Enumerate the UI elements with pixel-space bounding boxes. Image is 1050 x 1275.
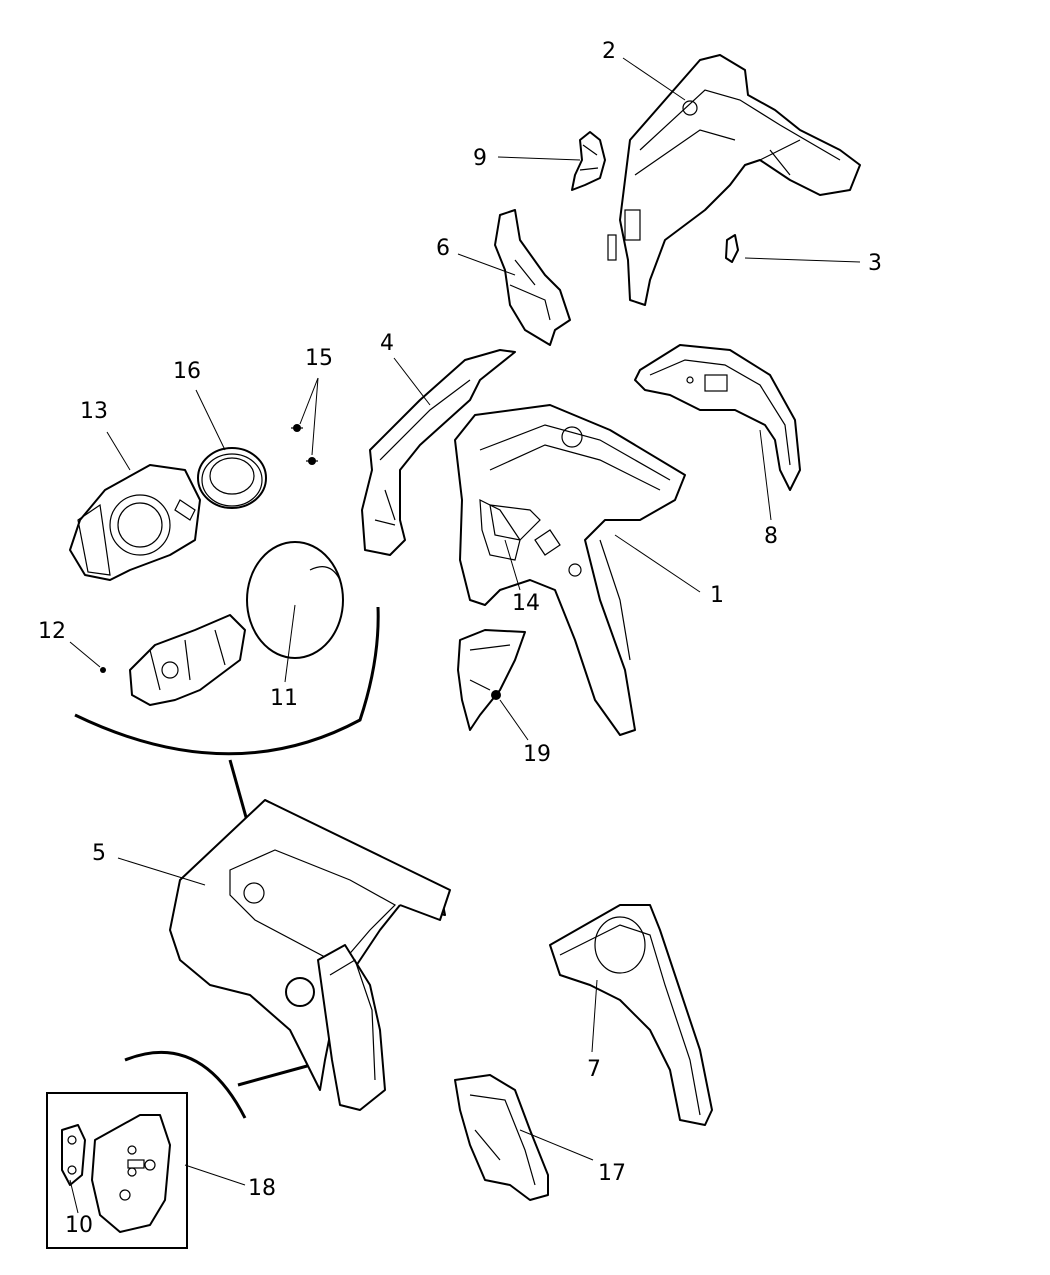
part-14-panel — [489, 504, 541, 541]
part-3-clip — [725, 234, 739, 263]
fuel-door-bracket — [129, 614, 246, 706]
callout-7: 7 — [587, 1057, 601, 1082]
callout-4: 4 — [380, 331, 394, 356]
callout-3: 3 — [868, 251, 882, 276]
part-12-screw — [100, 667, 106, 673]
callout-15: 15 — [305, 346, 333, 371]
callout-17: 17 — [598, 1161, 626, 1186]
callout-9: 9 — [473, 146, 487, 171]
part-9-bracket — [571, 131, 606, 191]
part-17-extension — [454, 1074, 549, 1201]
part-8-wheelhouse-liner — [634, 344, 801, 491]
part-16-seal-ring — [197, 447, 267, 509]
part-15-screws — [291, 424, 318, 465]
callout-6: 6 — [436, 236, 450, 261]
part-1-quarter-inner-panel — [454, 404, 686, 736]
callout-16: 16 — [173, 359, 201, 384]
leader-lines — [69, 57, 861, 1214]
callout-12: 12 — [38, 619, 66, 644]
part-11-fuel-door — [246, 541, 344, 659]
callout-19: 19 — [523, 742, 551, 767]
callout-1: 1 — [710, 583, 724, 608]
part-5-quarter-outer-panel — [169, 799, 451, 1111]
part-13-filler-housing — [69, 464, 201, 581]
part-4-pillar-reinforcement — [361, 349, 516, 556]
part-2-rear-rail — [607, 54, 861, 306]
callout-5: 5 — [92, 841, 106, 866]
part-7-wheelhouse-outer — [549, 904, 713, 1126]
callout-10: 10 — [65, 1213, 93, 1238]
callout-8: 8 — [764, 524, 778, 549]
callout-labels: 1 2 3 4 5 6 7 8 9 10 11 12 13 14 15 16 1… — [38, 39, 882, 1238]
callout-18: 18 — [248, 1176, 276, 1201]
callout-14: 14 — [512, 591, 540, 616]
callout-11: 11 — [270, 686, 298, 711]
part-19-bracket — [457, 629, 526, 731]
part-6-reinforcement — [494, 209, 571, 346]
callout-13: 13 — [80, 399, 108, 424]
callout-2: 2 — [602, 39, 616, 64]
part-18-box — [46, 1092, 188, 1249]
